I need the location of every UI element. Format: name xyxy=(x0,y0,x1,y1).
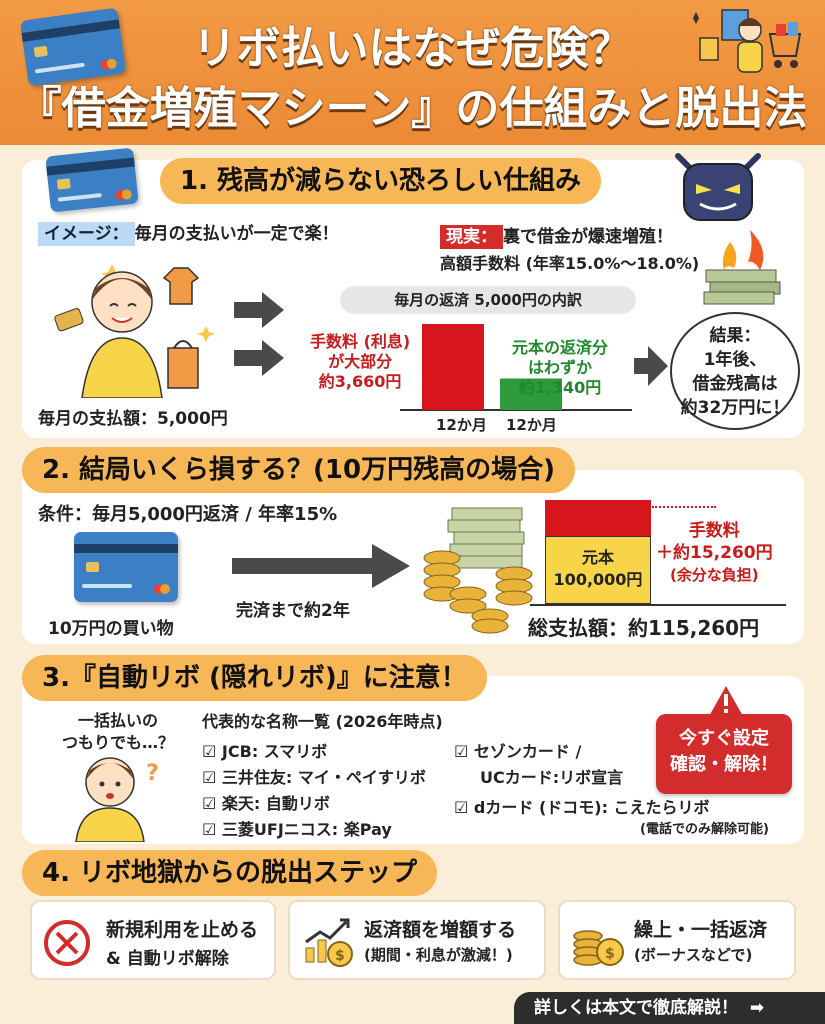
step-title: 返済額を増額する xyxy=(364,919,517,941)
condition-label: 条件：毎月5,000円返済 / 年率15% xyxy=(38,504,338,525)
list-item: ☑ JCB: スマリボ xyxy=(202,742,328,761)
checkbox-icon: ☑ xyxy=(202,794,222,813)
step-title: 繰上・一括返済 xyxy=(634,919,768,941)
devil-icon xyxy=(675,153,761,221)
step-card: $ 返済額を増額する (期間・利息が激減！) xyxy=(288,900,546,980)
warning-callout: 今すぐ設定 確認・解除！ xyxy=(656,714,792,794)
breakdown-bar-chart xyxy=(400,324,632,411)
section1-heading: 1. 残高が減らない恐ろしい仕組み xyxy=(160,158,602,204)
credit-card-icon xyxy=(74,532,178,602)
read-more-label: 詳しくは本文で徹底解説！ xyxy=(534,998,738,1018)
header-banner: リボ払いはなぜ危険？ 『借金増殖マシーン』の仕組みと脱出法 xyxy=(0,0,825,145)
fee-segment xyxy=(545,500,651,536)
warn-line2: 確認・解除！ xyxy=(670,754,778,775)
list-item: ☑ セゾンカード / xyxy=(454,742,582,761)
list-item: ☑ 楽天: 自動リボ xyxy=(202,794,330,813)
arrow-right-icon xyxy=(634,346,668,386)
arrow-right-icon xyxy=(234,340,284,376)
arrow-right-icon xyxy=(234,292,284,328)
credit-card-icon xyxy=(45,147,139,213)
growth-coins-icon: $ xyxy=(305,918,353,967)
read-more-button[interactable]: 詳しくは本文で徹底解説！ ➡ xyxy=(514,992,825,1024)
money-stack-icon xyxy=(423,507,533,634)
page-title-line2: 『借金増殖マシーン』の仕組みと脱出法 xyxy=(17,83,808,134)
section3-heading: 3.『自動リボ (隠れリボ)』に注意！ xyxy=(22,655,487,701)
section4-heading: 4. リボ地獄からの脱出ステップ xyxy=(22,850,438,896)
shopper-illustration-icon xyxy=(693,9,802,73)
worried-person-icon: ? xyxy=(75,757,159,842)
reality-text: 裏で借金が爆速増殖！ xyxy=(503,227,673,247)
checkbox-icon: ☑ xyxy=(202,768,222,787)
step-subtitle: (期間・利息が激減！) xyxy=(364,946,513,964)
page-title-line1: リボ払いはなぜ危険？ xyxy=(192,23,633,74)
fee-rate-label: 高額手数料 (年率15.0%〜18.0%) xyxy=(440,254,700,273)
fee-bar-label-2: が大部分 xyxy=(328,352,393,371)
fee-bar-label-3: 約3,660円 xyxy=(318,372,402,391)
total-label: 総支払額：約115,260円 xyxy=(528,616,760,640)
section2-heading: 2. 結局いくら損する？(10万円残高の場合) xyxy=(22,447,575,493)
checkbox-icon: ☑ xyxy=(454,742,474,761)
result-line3: 借金残高は xyxy=(692,374,778,394)
x-tick-label-1: 12か月 xyxy=(436,416,487,434)
burning-money-icon xyxy=(703,230,781,305)
prohibit-icon xyxy=(44,920,90,966)
step-title: 新規利用を止める xyxy=(106,919,259,941)
principal-bar xyxy=(500,378,562,410)
svg-text:?: ? xyxy=(146,761,159,786)
happy-woman-illustration-icon xyxy=(54,264,215,398)
total-baseline xyxy=(530,604,786,606)
monthly-payment-label: 毎月の支払額：5,000円 xyxy=(38,409,228,429)
step-card: $ 繰上・一括返済 (ボーナスなどで) xyxy=(558,900,796,980)
fee-pointer-line xyxy=(652,506,716,508)
svg-text:$: $ xyxy=(335,948,345,964)
checkbox-icon: ☑ xyxy=(202,820,222,839)
thought-line2: つもりでも…？ xyxy=(62,733,175,752)
principal-bar-label-1: 元本の返済分 xyxy=(512,338,609,357)
principal-bar-label-2: はわずか xyxy=(528,358,593,377)
list-title: 代表的な名称一覧 (2026年時点) xyxy=(202,712,443,731)
principal-bar-label-3: 約1,340円 xyxy=(518,378,602,397)
result-line4: 約32万円に！ xyxy=(680,398,790,418)
breakdown-title: 毎月の返済 5,000円の内訳 xyxy=(340,286,636,314)
x-tick-label-2: 12か月 xyxy=(506,416,557,434)
duration-label: 完済まで約2年 xyxy=(236,601,350,621)
purchase-label: 10万円の買い物 xyxy=(48,619,174,639)
reality-tag: 現実： xyxy=(440,225,503,249)
fee-line3: (余分な負担) xyxy=(669,566,759,584)
fee-bar-label-1: 手数料 (利息) xyxy=(310,332,411,351)
list-item-note: (電話でのみ解除可能) xyxy=(640,822,769,837)
step-card: 新規利用を止める & 自動リボ解除 xyxy=(30,900,276,980)
warn-line1: 今すぐ設定 xyxy=(679,728,769,749)
list-item: ☑ 三井住友: マイ・ペイすリボ xyxy=(202,768,426,787)
checkbox-icon: ☑ xyxy=(454,798,474,817)
svg-text:$: $ xyxy=(605,946,615,962)
principal-segment: 元本 100,000円 xyxy=(545,536,651,604)
thought-line1: 一括払いの xyxy=(78,711,159,730)
arrow-right-icon: ➡ xyxy=(749,998,765,1018)
fee-line1: 手数料 xyxy=(688,521,740,541)
result-callout: 結果： 1年後、 借金残高は 約32万円に！ xyxy=(670,312,800,430)
image-tag: イメージ： xyxy=(38,222,135,246)
principal-line2: 100,000円 xyxy=(553,570,643,589)
list-item: ☑ dカード (ドコモ): こえたらリボ xyxy=(454,798,710,817)
principal-line1: 元本 xyxy=(581,548,614,567)
step-subtitle: (ボーナスなどで) xyxy=(634,946,753,964)
arrow-right-icon xyxy=(232,544,410,588)
list-item: ☑ 三菱UFJニコス: 楽Pay xyxy=(202,820,392,839)
list-item-continued: UCカード:リボ宣言 xyxy=(480,768,624,787)
fee-bar xyxy=(422,324,484,410)
result-line1: 結果： xyxy=(709,326,761,346)
step-subtitle: & 自動リボ解除 xyxy=(106,949,229,969)
warning-icon xyxy=(706,682,746,717)
image-text: 毎月の支払いが一定で楽！ xyxy=(134,224,339,244)
checkbox-icon: ☑ xyxy=(202,742,222,761)
coin-stack-icon: $ xyxy=(573,930,624,966)
fee-line2: ＋約15,260円 xyxy=(656,543,773,563)
result-line2: 1年後、 xyxy=(703,350,767,370)
